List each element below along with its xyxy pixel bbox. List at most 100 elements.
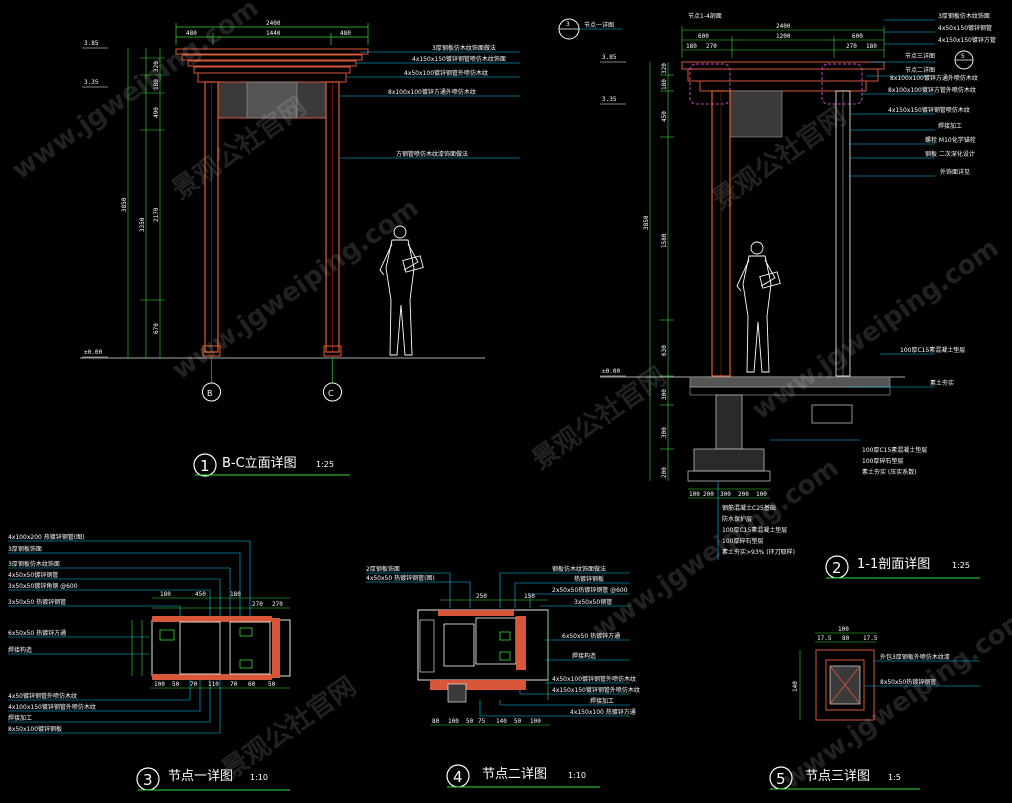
v1-note-3: 4x50x100镀锌钢管外喷仿木纹 [404, 69, 488, 77]
v3-note-5: 3x50x50镀锌角钢 @600 [8, 582, 78, 590]
v1-dim-left-total: 3850 [121, 197, 128, 212]
v1-level-ground: ±0.00 [84, 349, 102, 356]
v3-dim-bot-b: 50 [172, 681, 180, 688]
v4-note-r3: 2x50x50热镀锌钢管 @600 [552, 586, 628, 594]
v5-dim-top-c: 17.5 [863, 635, 878, 642]
v2-note-r6: 8x100x100镀锌方管外喷仿木纹 [888, 86, 976, 94]
v2-note-b5: 防水保护层 [722, 515, 752, 523]
v3-scale: 1:10 [250, 773, 268, 782]
v2-note-r1: 3厚钢板仿木纹饰面 [938, 12, 990, 20]
v3-note-9: 4x50镀锌钢管外喷仿木纹 [8, 692, 77, 700]
v4-note-r7: 4x50x100镀锌钢管外喷仿木纹 [552, 675, 636, 683]
v3-note-11: 焊接加工 [8, 714, 32, 722]
v4-note-r8: 4x150x150镀锌钢管外喷仿木纹 [552, 686, 640, 694]
v2-level-ground: ±0.00 [602, 368, 620, 375]
v1-dim-top-a: 480 [186, 30, 197, 37]
view3-detail-1: 4x100x200 热镀锌钢管(图) 3厚钢板饰面 3厚钢板仿木纹饰面 4x50… [8, 533, 291, 791]
v3-title: 节点一详图 [168, 769, 233, 784]
v5-note-1: 外包3厚钢板外喷仿木纹漆 [880, 653, 950, 661]
v2-view-number: 2 [832, 559, 842, 577]
v3-note-6: 3x50x50 热镀锌钢管 [8, 598, 66, 606]
v2-dim-left-f: 300 [661, 389, 668, 400]
v1-level-mid: 3.35 [84, 79, 99, 86]
v2-dim-left-c: 450 [661, 111, 668, 122]
v2-detail3-tag: 3 [566, 21, 570, 28]
v4-note-l2: 4x50x50 热镀锌钢管(图) [366, 574, 435, 582]
v2-note-r5: 8x100x100镀锌方通外喷仿木纹 [890, 74, 978, 82]
v4-note-r10: 4x150x100 热镀锌方通 [570, 708, 636, 716]
v2-note-r2: 4x50x150镀锌钢管 [938, 24, 992, 32]
v1-note-1: 3厚钢板仿木纹饰面做法 [432, 44, 496, 52]
v1-dim-left-d: 2170 [153, 207, 160, 222]
v4-dim-bot-f: 50 [514, 718, 522, 725]
v3-dim-bot-e: 70 [230, 681, 238, 688]
v3-dim-bot-f: 60 [248, 681, 256, 688]
v5-dim-top-b: 80 [842, 635, 850, 642]
v3-dim-bot-a: 100 [154, 681, 165, 688]
v1-axis-b: B [207, 389, 213, 398]
v3-dim-top-b: 450 [195, 591, 206, 598]
v1-scale: 1:25 [316, 460, 334, 469]
v5-dim-left: 140 [792, 681, 799, 692]
v4-dim-top-b: 150 [524, 593, 535, 600]
v5-dim-top-a: 17.5 [817, 635, 832, 642]
v1-dim-left-c: 490 [153, 107, 160, 118]
v4-note-r6: 焊接构造 [572, 652, 596, 660]
v2-dim-top-f: 270 [846, 43, 857, 50]
v2-note-b4: 钢筋混凝土C25基础 [722, 504, 776, 512]
v4-view-number: 4 [453, 768, 463, 786]
watermark-en: www.jgweiping.com [747, 233, 1004, 426]
v2-dim-left-a: 320 [661, 63, 668, 74]
v2-note-b7: 100厚碎石垫层 [722, 537, 763, 545]
v1-note-4: 8x100x100镀锌方通外喷仿木纹 [388, 88, 476, 96]
v2-dim-bottom-d: 200 [738, 491, 749, 498]
v1-dim-left-e: 670 [153, 323, 160, 334]
v1-axis-c: C [328, 389, 334, 398]
v2-dim-left-g: 300 [661, 427, 668, 438]
v2-detail5-label: 节点三详图 [905, 52, 935, 60]
view5-detail-3: 100 17.5 80 17.5 140 外包3厚钢板外喷仿木纹漆 8x50x5… [769, 626, 980, 790]
v1-dim-top-total: 2400 [266, 20, 281, 27]
v3-dim-top-c: 180 [230, 591, 241, 598]
v1-dim-top-c: 480 [340, 30, 351, 37]
v2-dim-left-total: 3850 [643, 215, 650, 230]
v3-dim-top-a: 180 [160, 591, 171, 598]
v1-note-2: 4x150x150镀锌钢管喷仿木纹饰面 [412, 55, 506, 63]
v5-scale: 1:5 [888, 773, 901, 782]
v2-dim-bottom-c: 300 [720, 491, 731, 498]
v5-view-number: 5 [776, 770, 786, 788]
v3-view-number: 3 [143, 771, 153, 789]
v2-note-b2: 100厚碎石垫层 [862, 457, 903, 465]
v3-note-7: 6x50x50 热镀锌方通 [8, 629, 66, 637]
v2-dim-top-e: 270 [706, 43, 717, 50]
v1-view-number: 1 [200, 457, 210, 475]
v2-dim-top-d: 180 [686, 43, 697, 50]
v4-dim-bot-e: 140 [496, 718, 507, 725]
v3-note-8: 焊接构造 [8, 646, 32, 654]
v4-note-r5: 6x50x50 热镀锌方通 [562, 632, 620, 640]
v2-dim-top-total: 2400 [776, 23, 791, 30]
v2-dim-bottom-e: 100 [756, 491, 767, 498]
v2-title: 1-1剖面详图 [857, 557, 930, 572]
v1-level-top: 3.85 [84, 40, 99, 47]
v3-dim-bot-d: 110 [208, 681, 219, 688]
v4-dim-bot-d: 75 [478, 718, 486, 725]
v1-dim-left-b: 180 [153, 79, 160, 90]
v2-dim-bottom-b: 200 [703, 491, 714, 498]
v3-note-3: 3厚钢板仿木纹饰面 [8, 560, 60, 568]
v3-note-2: 3厚钢板饰面 [8, 545, 42, 553]
v2-dim-top-c: 600 [852, 33, 863, 40]
v2-dim-left-b: 180 [661, 79, 668, 90]
v2-top-note: 节点1-4剖面 [688, 12, 722, 20]
v4-note-r1: 钢板仿木纹饰面做法 [552, 565, 606, 573]
watermark-en: www.jgweiping.com [777, 603, 1012, 796]
v1-note-5: 方钢管喷仿木纹漆饰面做法 [396, 150, 468, 158]
v4-note-r9: 焊接加工 [590, 697, 614, 705]
v2-note-b3: 素土夯实 (压实系数) [862, 468, 917, 476]
v3-note-4: 4x50x50镀锌钢管 [8, 571, 58, 579]
v2-note-b6: 100厚C15素混凝土垫层 [722, 526, 787, 534]
v4-dim-bot-c: 50 [466, 718, 474, 725]
v2-note-r3: 4x150x150镀锌方管 [938, 36, 996, 44]
v2-note-r7: 4x150x150镀锌钢管喷仿木纹 [888, 106, 970, 114]
